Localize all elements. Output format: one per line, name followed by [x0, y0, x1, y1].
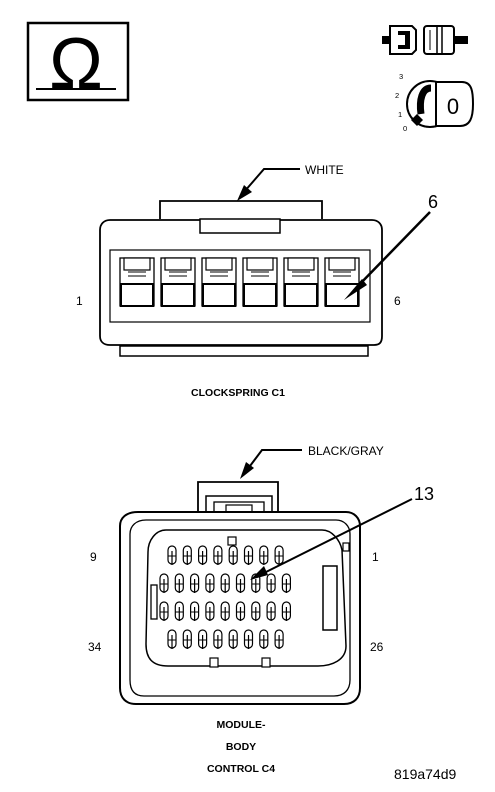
- c4-terminal: [213, 629, 223, 649]
- c4-terminal: [159, 601, 169, 621]
- c4-terminal: [198, 629, 208, 649]
- c1-cavity: [324, 257, 360, 307]
- c4-terminal: [174, 601, 184, 621]
- c4-terminal: [251, 573, 261, 593]
- c4-terminal: [190, 601, 200, 621]
- c4-terminal: [274, 629, 284, 649]
- c4-terminal: [266, 573, 276, 593]
- c4-terminal: [205, 573, 215, 593]
- c1-pin-right-label: 6: [394, 294, 401, 308]
- c4-terminal: [228, 629, 238, 649]
- c1-caption: CLOCKSPRING C1: [191, 387, 285, 399]
- c4-cavity-group: [159, 545, 291, 649]
- c4-terminal: [259, 629, 269, 649]
- c4-terminal: [281, 601, 291, 621]
- c1-color-label: WHITE: [305, 163, 344, 177]
- c4-pin-bottom-left-label: 34: [88, 640, 102, 654]
- c4-terminal: [174, 573, 184, 593]
- c1-cavity-group: [119, 257, 360, 307]
- c1-cavity: [242, 257, 278, 307]
- c4-terminal: [235, 601, 246, 621]
- c4-terminal: [220, 573, 230, 593]
- c1-cavity: [201, 257, 237, 307]
- ignition-position-1: 1: [398, 110, 402, 119]
- ignition-position-2: 2: [395, 91, 399, 100]
- c4-terminal: [190, 573, 200, 593]
- body-control-c4-connector: BLACK/GRAY 9 1 34 26 13 MODULE- BODY CON…: [88, 444, 434, 775]
- c4-pin-top-right-label: 1: [372, 550, 379, 564]
- c4-terminal: [251, 601, 261, 621]
- c4-terminal: [235, 573, 246, 593]
- ohmmeter-icon: Ω: [26, 21, 130, 104]
- clockspring-c1-connector: WHITE 1 6 6 CLOCKSPRING C1: [76, 163, 438, 399]
- c4-terminal: [274, 545, 284, 565]
- c4-terminal: [213, 545, 223, 565]
- c4-color-label: BLACK/GRAY: [308, 444, 384, 458]
- ignition-key-icon: 3 2 1 0 0: [395, 72, 475, 133]
- c4-terminal: [243, 629, 254, 649]
- c4-pin-bottom-right-label: 26: [370, 640, 384, 654]
- c4-terminal: [228, 545, 238, 565]
- c4-terminal: [167, 545, 177, 565]
- c1-cavity: [160, 257, 196, 307]
- c4-callout-number: 13: [414, 484, 434, 504]
- c4-terminal: [243, 545, 254, 565]
- c4-caption-line-3: CONTROL C4: [207, 763, 275, 775]
- ignition-position-0: 0: [403, 124, 407, 133]
- c4-terminal: [266, 601, 276, 621]
- c4-terminal: [220, 601, 230, 621]
- ignition-key-label: 0: [447, 94, 459, 119]
- ignition-position-3: 3: [399, 72, 403, 81]
- ohm-symbol: Ω: [49, 24, 103, 104]
- c4-terminal: [167, 629, 177, 649]
- c4-terminal: [198, 545, 208, 565]
- c4-terminal: [281, 573, 291, 593]
- c4-terminal: [159, 573, 169, 593]
- c4-terminal: [182, 545, 192, 565]
- c4-terminal: [182, 629, 192, 649]
- c1-cavity: [119, 257, 155, 307]
- c4-caption-line-2: BODY: [226, 741, 256, 753]
- c1-callout-number: 6: [428, 192, 438, 212]
- c4-pin-top-left-label: 9: [90, 550, 97, 564]
- c1-cavity: [283, 257, 319, 307]
- figure-id: 819a74d9: [394, 766, 457, 782]
- disconnect-connector-icon: [382, 25, 468, 55]
- c4-terminal: [259, 545, 269, 565]
- c1-pin-left-label: 1: [76, 294, 83, 308]
- c4-terminal: [205, 601, 215, 621]
- c4-caption-line-1: MODULE-: [217, 719, 266, 731]
